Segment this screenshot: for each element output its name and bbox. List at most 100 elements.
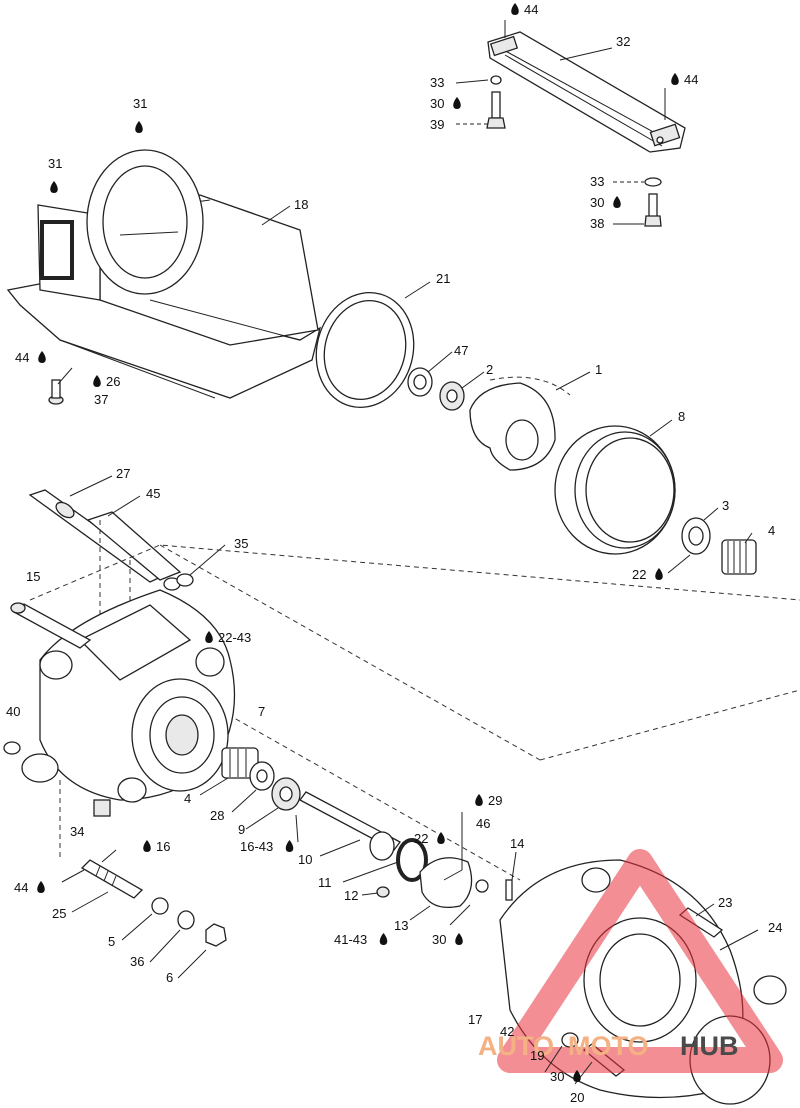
callout-c36: 36 [130,954,144,969]
callout-c34: 34 [70,824,84,839]
oil-drop-icon [379,933,388,945]
callout-number: 4 [184,791,191,806]
o-rings-35 [163,573,194,591]
callout-number: 18 [294,197,308,212]
callout-number: 23 [718,895,732,910]
callout-c44a: 44 [511,2,538,17]
callout-c31a: 31 [133,96,147,133]
callout-number: 3 [722,498,729,513]
callout-c45: 45 [146,486,160,501]
callout-c22a: 22 [632,567,663,582]
oil-drop-icon [655,568,663,580]
oil-drop-icon [135,121,143,133]
oil-drop-icon [93,375,101,387]
callout-number: 4 [768,523,775,538]
callout-c30c: 30 [432,932,463,947]
bolt-37 [48,379,64,405]
callout-number: 31 [48,156,62,171]
washer-5 [151,897,169,915]
callout-number: 19 [530,1048,544,1063]
nut-34 [93,799,111,817]
callout-c31b: 31 [48,156,62,193]
callout-c18: 18 [294,197,308,212]
callout-c5: 5 [108,934,115,949]
oil-drop-icon [143,840,151,852]
washer-40 [3,741,21,755]
callout-number: 47 [454,343,468,358]
oil-drop-icon [437,832,445,844]
callout-number: 21 [436,271,450,286]
callout-number: 2 [486,362,493,377]
callout-c30a: 30 [430,96,461,111]
callout-c11: 11 [318,875,332,890]
oil-drop-icon [38,351,46,363]
washer-28 [249,761,275,791]
callout-number: 34 [70,824,84,839]
callout-c2243: 22-43 [205,630,251,645]
watermark-text: AUTO MOTO HUB [478,1031,739,1061]
callout-c47: 47 [454,343,468,358]
shaft-10 [299,791,401,861]
callout-number: 44 [684,72,698,87]
callout-number: 6 [166,970,173,985]
oil-drop-icon [205,631,213,643]
callout-c25: 25 [52,906,66,921]
callout-number: 5 [108,934,115,949]
callout-c28: 28 [210,808,224,823]
callout-number: 15 [26,569,40,584]
callout-number: 27 [116,466,130,481]
callout-number: 8 [678,409,685,424]
callout-number: 29 [488,793,502,808]
callout-c19: 19 [530,1048,544,1063]
watermark-logo [497,849,783,1073]
bearing-4-right [721,539,757,575]
oil-drop-icon [50,181,58,193]
oil-drop-icon [455,933,463,945]
bearing-3 [681,517,711,555]
callout-c33b: 33 [590,174,604,189]
callout-number: 17 [468,1012,482,1027]
oil-drop-icon [511,3,519,15]
callout-c4b: 4 [184,791,191,806]
oil-drop-icon [613,196,621,208]
callout-c44b: 44 [671,72,698,87]
callout-c1643: 16-43 [240,839,294,854]
callout-c24: 24 [768,920,782,935]
oil-drop-icon [475,794,483,806]
leader-lines [57,20,759,1085]
washer-36 [177,910,195,930]
callout-number: 37 [94,392,108,407]
seal-ring-21 [315,291,415,409]
callout-number: 9 [238,822,245,837]
oil-drop-icon [285,840,294,852]
callout-c33a: 33 [430,75,444,90]
watermark-part1: AUTO [478,1031,554,1061]
support-bar-32 [487,31,686,153]
callout-number: 30 [590,195,604,210]
pump-housing-7 [21,589,236,803]
bolt-15 [10,602,92,649]
watermark-part3: HUB [680,1031,739,1061]
callout-c20: 20 [570,1090,584,1105]
callout-number: 7 [258,704,265,719]
bearing-47 [407,367,433,397]
callout-c40: 40 [6,704,20,719]
callout-number: 32 [616,34,630,49]
callout-c15: 15 [26,569,40,584]
callout-number: 20 [570,1090,584,1105]
callout-number: 1 [595,362,602,377]
callout-c13: 13 [394,918,408,933]
impeller-1 [469,376,571,471]
callout-number: 46 [476,816,490,831]
callout-number: 24 [768,920,782,935]
callout-c32: 32 [616,34,630,49]
callout-number: 13 [394,918,408,933]
callout-c1: 1 [595,362,602,377]
callout-c3: 3 [722,498,729,513]
callout-c38: 38 [590,216,604,231]
bearing-4-left [221,747,259,779]
callout-c42: 42 [500,1024,514,1039]
callout-number: 25 [52,906,66,921]
bolt-14 [505,879,513,901]
callout-c27: 27 [116,466,130,481]
